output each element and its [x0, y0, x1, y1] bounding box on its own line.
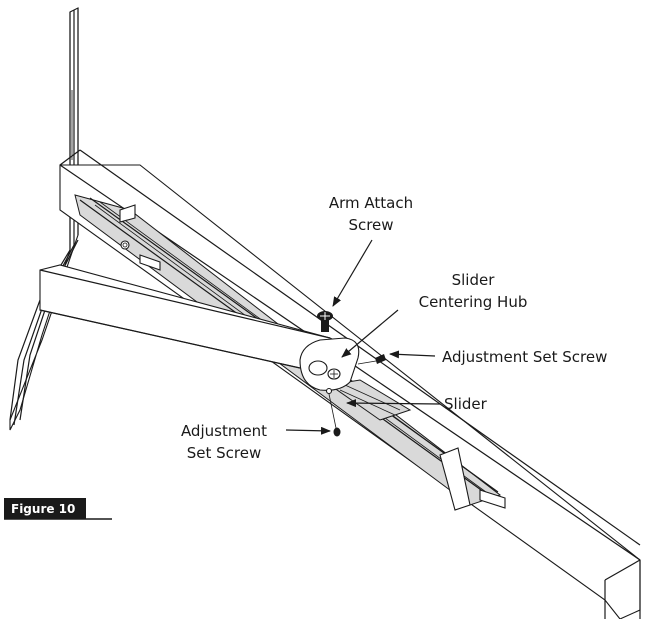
arrow-slider: [346, 399, 441, 408]
door-leaf: [9, 7, 79, 431]
label-left-set-screw-line1: Adjustment: [181, 422, 267, 440]
figure-badge: Figure 10: [4, 498, 112, 520]
label-arm-attach-screw-line1: Arm Attach: [329, 194, 413, 212]
arrow-right-set-screw: [389, 350, 436, 359]
left-set-screw-icon: [328, 393, 341, 437]
callout-labels: Arm Attach Screw Slider Centering Hub Ad…: [181, 194, 607, 462]
figure-badge-text: Figure 10: [11, 502, 75, 516]
arrow-centering-hub: [341, 309, 399, 358]
arrow-arm-attach-screw: [332, 239, 373, 307]
label-left-set-screw-line2: Set Screw: [187, 444, 262, 462]
label-centering-hub-line1: Slider: [452, 271, 496, 289]
arm-attach-screw-icon: [317, 311, 333, 332]
leader-arrows: [285, 239, 441, 435]
label-right-set-screw: Adjustment Set Screw: [442, 348, 607, 366]
right-set-screw-icon: [357, 354, 386, 365]
arrow-left-set-screw: [285, 426, 331, 435]
label-slider: Slider: [444, 395, 488, 413]
label-arm-attach-screw-line2: Screw: [348, 216, 393, 234]
slider-block: [328, 379, 412, 421]
label-centering-hub-line2: Centering Hub: [419, 293, 528, 311]
